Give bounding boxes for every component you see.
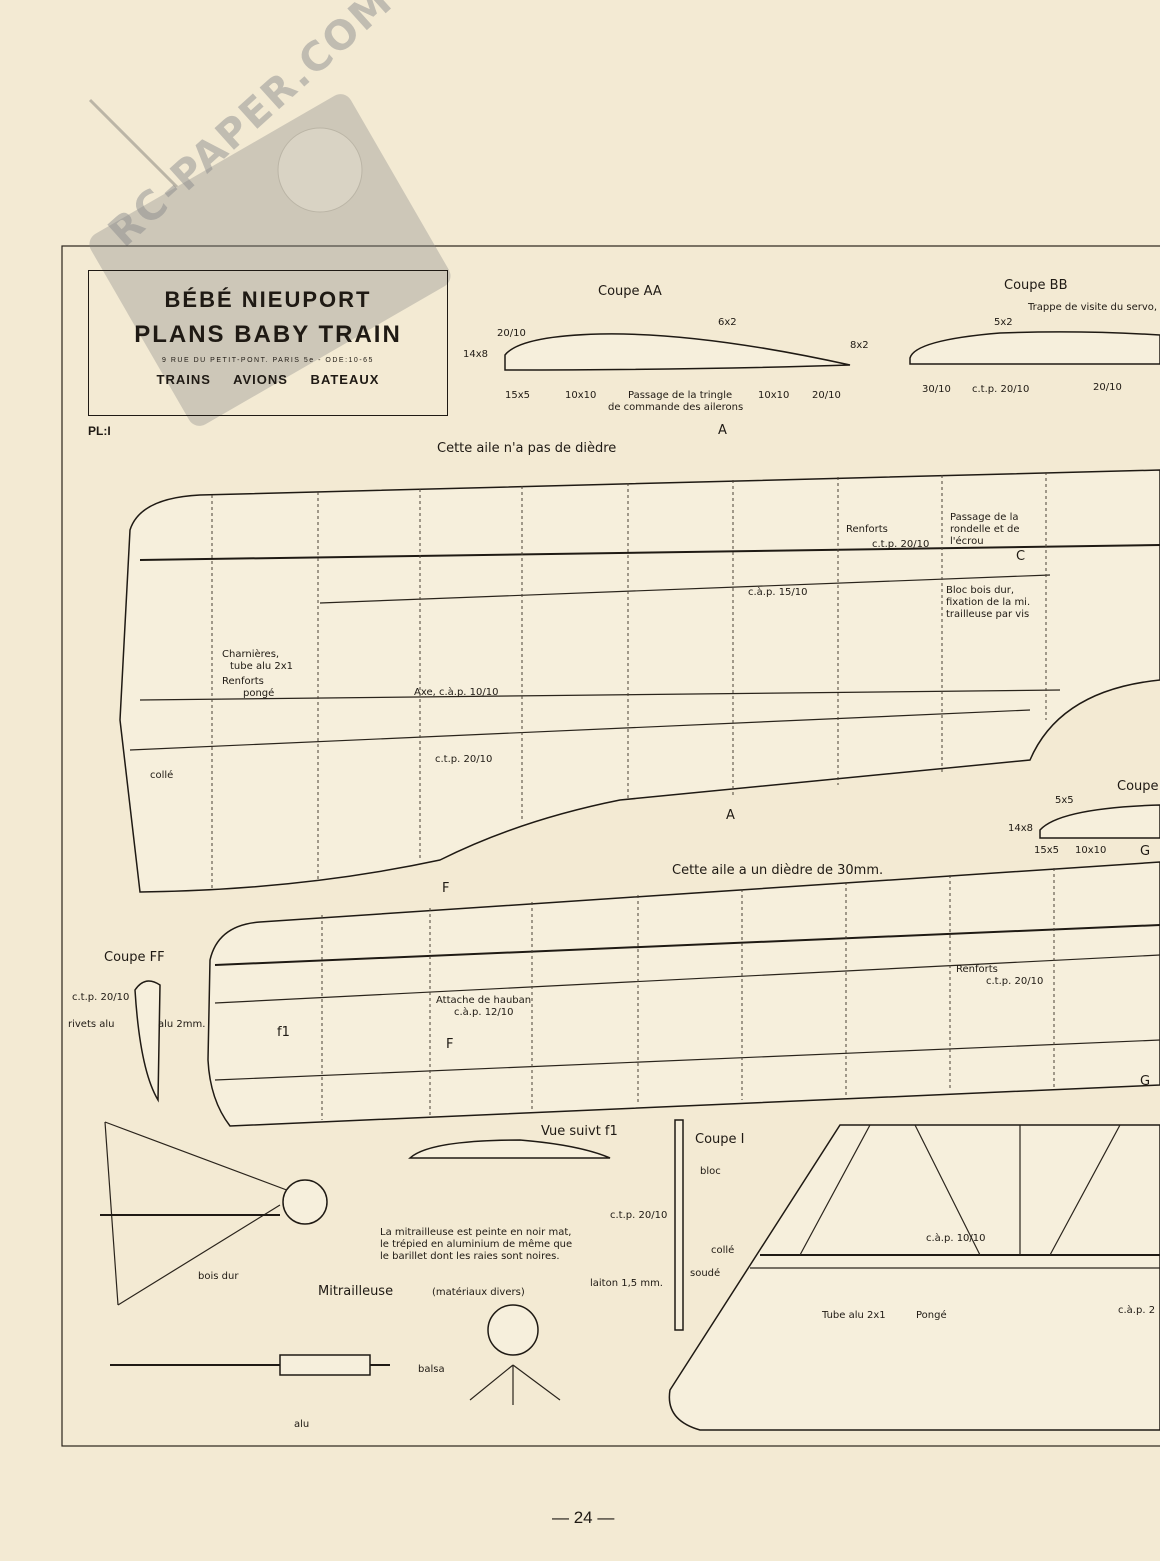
publisher-name: PLANS BABY TRAIN [134,321,402,348]
label: balsa [418,1364,445,1375]
label: Renforts [846,524,888,535]
label: Trappe de visite du servo, [1027,302,1157,313]
label: c.à.p. 10/10 [926,1232,986,1244]
label: 30/10 [922,384,951,395]
label: 10x10 [758,390,789,401]
label: 8x2 [850,340,869,351]
label: l'écrou [950,535,984,547]
ribs [321,868,1055,1120]
label: Axe, c.à.p. 10/10 [414,686,498,698]
label: alu 2mm. [158,1019,205,1030]
upper-wing: Cette aile n'a pas de dièdre A Renforts … [119,423,1160,893]
coupe-ff-section: Coupe FF c.t.p. 20/10 rivets alu alu 2mm… [68,950,205,1103]
label: 20/10 [812,390,841,401]
label: (matériaux divers) [432,1286,525,1298]
label: 5x2 [994,317,1013,328]
section-mark: A [718,423,727,438]
coupe-g-section: Coupe 5x5 14x8 15x5 10x10 G [1008,779,1160,859]
page-number: — 24 — [552,1508,615,1527]
label: Pongé [916,1309,947,1321]
label: rondelle et de [950,524,1020,535]
label: collé [711,1244,734,1256]
label: 15x5 [1034,845,1059,856]
label: de commande des ailerons [608,402,743,413]
label: Charnières, [222,648,279,660]
label: pongé [243,687,274,699]
lower-wing-title: Cette aile a un dièdre de 30mm. [672,863,883,878]
label: 6x2 [718,317,737,328]
ribs [211,472,1047,890]
label: rivets alu [68,1019,115,1030]
label: Tube alu 2x1 [821,1310,886,1321]
label: c.t.p. 20/10 [972,384,1029,395]
lower-wing: Cette aile a un dièdre de 30mm. F Attach… [207,861,1160,1127]
coupe-i-section: Coupe I bloc c.t.p. 20/10 collé soudé la… [590,1119,745,1331]
vue-f1-section: Vue suivt f1 [408,1124,618,1159]
label: c.à.p. 2 [1118,1304,1155,1316]
section-mark: G [1140,1074,1150,1089]
label: c.t.p. 20/10 [72,992,129,1003]
label: 14x8 [463,349,488,360]
label: tube alu 2x1 [230,661,293,672]
label: laiton 1,5 mm. [590,1278,663,1289]
coupe-g-title: Coupe [1117,779,1159,794]
label: trailleuse par vis [946,609,1029,620]
plate-number: PL:I [88,424,111,438]
publisher-categories: TRAINS AVIONS BATEAUX [156,372,380,387]
view-arrow-label: f1 [277,1025,290,1040]
label: Renforts [222,676,264,687]
label: Bloc bois dur, [946,585,1014,596]
coupe-aa-title: Coupe AA [598,284,662,299]
transmitter-photo [88,94,451,426]
coupe-ff-title: Coupe FF [104,950,165,965]
coupe-bb-section: Coupe BB Trappe de visite du servo, 5x2 … [909,278,1160,395]
section-mark: F [446,1037,453,1052]
label: 10x10 [565,390,596,401]
coupe-i-title: Coupe I [695,1132,745,1147]
label: c.t.p. 20/10 [872,539,929,550]
label: c.t.p. 20/10 [610,1210,667,1221]
plan-frame [61,245,1160,1447]
upper-wing-title: Cette aile n'a pas de dièdre [437,441,616,456]
label: bloc [700,1166,721,1177]
vue-f1-title: Vue suivt f1 [541,1124,618,1139]
label: 14x8 [1008,823,1033,834]
label: Renforts [956,964,998,975]
label: c.t.p. 20/10 [435,754,492,765]
coupe-aa-section: Coupe AA 20/10 6x2 8x2 14x8 15x5 10x10 P… [463,284,869,413]
label: Passage de la tringle [628,390,732,401]
machine-gun-drawings: bois dur La mitrailleuse est peinte en n… [100,1121,572,1430]
aileron-panel: c.à.p. 10/10 Tube alu 2x1 Pongé c.à.p. 2 [668,1124,1160,1431]
label: Attache de hauban [436,995,531,1006]
model-name: BÉBÉ NIEUPORT [164,287,372,312]
label: c.à.p. 15/10 [748,586,808,598]
label: 10x10 [1075,845,1106,856]
section-mark: A [726,808,735,823]
label: collé [150,769,173,781]
coupe-bb-title: Coupe BB [1004,278,1068,293]
label: alu [294,1419,309,1430]
label: 5x5 [1055,795,1074,806]
label: fixation de la mi. [946,597,1030,608]
label: le barillet dont les raies sont noires. [380,1251,560,1262]
label: soudé [690,1267,720,1279]
title-block: BÉBÉ NIEUPORT PLANS BABY TRAIN 9 RUE DU … [88,270,448,416]
section-mark: F [442,881,449,896]
publisher-address: 9 RUE DU PETIT-PONT. PARIS 5e - ODE:10-6… [162,357,374,364]
section-mark: G [1140,844,1150,859]
label: bois dur [198,1271,239,1282]
label: c.à.p. 12/10 [454,1006,514,1018]
label: c.t.p. 20/10 [986,976,1043,987]
label: 15x5 [505,390,530,401]
section-mark: C [1016,549,1025,564]
label: Passage de la [950,512,1019,523]
label: 20/10 [497,328,526,339]
label: 20/10 [1093,382,1122,393]
label: le trépied en aluminium de même que [380,1238,572,1250]
mitrailleuse-title: Mitrailleuse [318,1284,393,1299]
label: La mitrailleuse est peinte en noir mat, [380,1227,571,1238]
